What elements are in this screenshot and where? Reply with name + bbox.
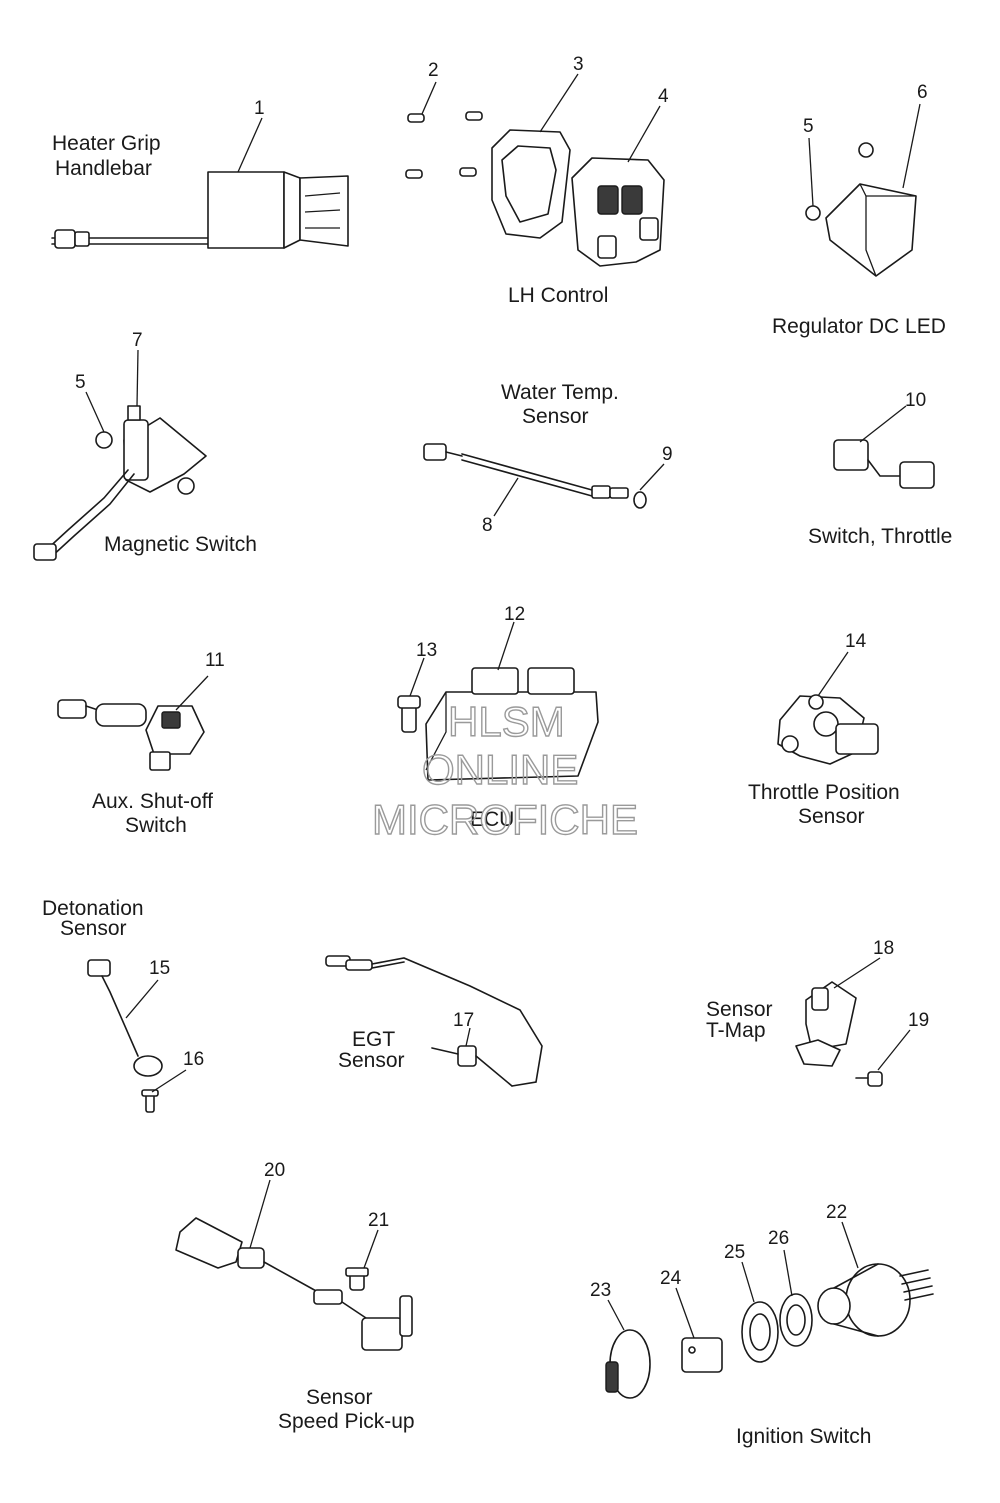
speed-pickup-label-line2: Speed Pick-up	[278, 1410, 415, 1433]
callout-8: 8	[482, 515, 493, 536]
water-temp-label-line1: Water Temp.	[501, 381, 619, 404]
throttle-switch-assembly	[833, 405, 935, 489]
callout-5-magnetic: 5	[75, 372, 86, 393]
callout-11: 11	[205, 650, 225, 671]
speed-pickup-assembly	[175, 1179, 413, 1351]
throttle-position-label-line2: Sensor	[798, 805, 865, 828]
magnetic-switch-label: Magnetic Switch	[104, 533, 257, 556]
regulator-assembly	[805, 103, 921, 277]
magnetic-switch-assembly	[33, 349, 207, 561]
ignition-terminals	[899, 1269, 934, 1301]
detonation-label-line2: Sensor	[60, 917, 127, 940]
heater-grip-assembly	[51, 117, 349, 249]
callout-22: 22	[826, 1202, 847, 1223]
throttle-switch-label: Switch, Throttle	[808, 525, 952, 548]
callout-3: 3	[573, 54, 584, 75]
heater-grip-label-line2: Handlebar	[55, 157, 152, 180]
callout-17: 17	[453, 1010, 474, 1031]
tmap-sensor-assembly	[795, 957, 911, 1087]
throttle-position-label-line1: Throttle Position	[748, 781, 900, 804]
callout-6: 6	[917, 82, 928, 103]
aux-shutoff-label-line2: Switch	[125, 814, 187, 837]
watermark-line1: HLSM	[448, 698, 565, 745]
callout-15: 15	[149, 958, 170, 979]
callout-7: 7	[132, 330, 143, 351]
water-temp-label-line2: Sensor	[522, 405, 589, 428]
tmap-label-line1: Sensor	[706, 998, 773, 1021]
callout-14: 14	[845, 631, 867, 652]
callout-12: 12	[504, 604, 525, 625]
ignition-label: Ignition Switch	[736, 1425, 871, 1448]
heater-grip-label-line1: Heater Grip	[52, 132, 161, 155]
callout-10: 10	[905, 390, 926, 411]
callout-19: 19	[908, 1010, 929, 1031]
callout-13: 13	[416, 640, 437, 661]
screw-group	[405, 111, 483, 179]
callout-24: 24	[660, 1268, 682, 1289]
callout-4: 4	[658, 86, 669, 107]
callout-1: 1	[254, 98, 265, 119]
callout-5-regulator: 5	[803, 116, 814, 137]
aux-shutoff-assembly	[57, 675, 209, 771]
egt-label-line2: Sensor	[338, 1049, 405, 1072]
callout-23: 23	[590, 1280, 611, 1301]
callout-9: 9	[662, 444, 673, 465]
watermark-line2: ONLINE	[422, 746, 578, 793]
callout-20: 20	[264, 1160, 285, 1181]
callout-2: 2	[428, 60, 439, 81]
egt-label-line1: EGT	[352, 1028, 395, 1051]
egt-sensor-assembly	[325, 955, 543, 1087]
throttle-position-sensor-assembly	[777, 651, 879, 765]
lh-control-label: LH Control	[508, 284, 608, 307]
callout-21: 21	[368, 1210, 389, 1231]
ecu-label: ECU	[470, 808, 514, 831]
tmap-label-line2: T-Map	[706, 1019, 766, 1042]
ignition-switch-assembly	[605, 1221, 934, 1399]
callout-25: 25	[724, 1242, 745, 1263]
regulator-label: Regulator DC LED	[772, 315, 946, 338]
lh-control-assembly	[405, 73, 665, 267]
ecu-assembly	[397, 621, 599, 781]
detonation-sensor-assembly	[87, 959, 187, 1113]
callout-18: 18	[873, 938, 894, 959]
water-temp-sensor-assembly	[423, 443, 665, 517]
detonation-label-line1: Detonation	[42, 897, 144, 920]
watermark: HLSM ONLINE MICROFICHE	[371, 697, 638, 843]
callout-26: 26	[768, 1228, 789, 1249]
aux-shutoff-label-line1: Aux. Shut-off	[92, 790, 213, 813]
speed-pickup-label-line1: Sensor	[306, 1386, 373, 1409]
callout-16: 16	[183, 1049, 204, 1070]
watermark-line3: MICROFICHE	[372, 796, 638, 843]
